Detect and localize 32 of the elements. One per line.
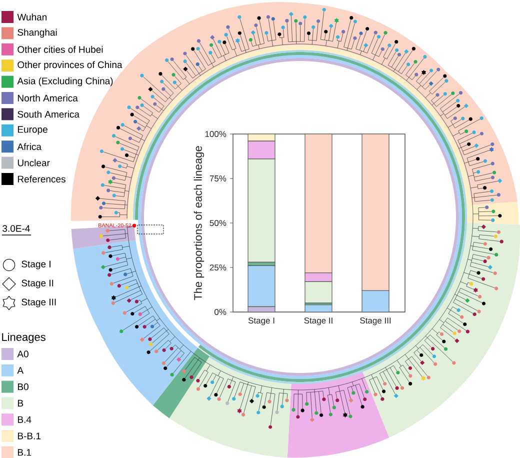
- y-tick-label: 0%: [214, 308, 226, 315]
- y-tick-label: 100%: [205, 130, 226, 137]
- legend-label: A0: [17, 350, 28, 358]
- legend-label: South America: [18, 110, 80, 118]
- legend-heading: Lineages: [2, 332, 46, 344]
- legend-label: Wuhan: [17, 14, 47, 20]
- y-tick-label: 75%: [210, 176, 226, 182]
- legend-label: Africa: [17, 143, 42, 150]
- x-tick-label: Stage II: [304, 318, 332, 326]
- legend-label: B-B.1: [18, 432, 40, 440]
- legend-label: Asia (Excluding China): [17, 77, 113, 86]
- x-tick-label: Stage I: [248, 318, 274, 326]
- legend-label: Other cities of Hubei: [18, 46, 103, 53]
- legend-label: Stage II: [22, 280, 54, 288]
- legend-label: North America: [18, 94, 78, 102]
- y-tick-label: 50%: [210, 220, 226, 226]
- legend-label: B: [18, 400, 24, 406]
- legend-label: Europe: [18, 126, 48, 135]
- legend-label: B.4: [18, 416, 32, 423]
- legend-label: References: [18, 176, 66, 182]
- legend-label: B0: [18, 383, 28, 390]
- x-tick-label: Stage III: [360, 318, 391, 326]
- legend-label: Unclear: [18, 159, 50, 166]
- y-axis-title: The proportions of each lineage: [194, 146, 204, 300]
- legend-label: A: [17, 367, 24, 374]
- legend-label: Stage III: [22, 298, 56, 308]
- legend-label: Other provinces of China: [18, 61, 122, 70]
- legend-label: B.1: [18, 449, 31, 456]
- y-tick-label: 25%: [210, 264, 226, 270]
- scale-label: 3.0E-4: [2, 225, 30, 232]
- legend-label: Shanghai: [18, 28, 57, 38]
- legend-label: Stage I: [22, 260, 50, 270]
